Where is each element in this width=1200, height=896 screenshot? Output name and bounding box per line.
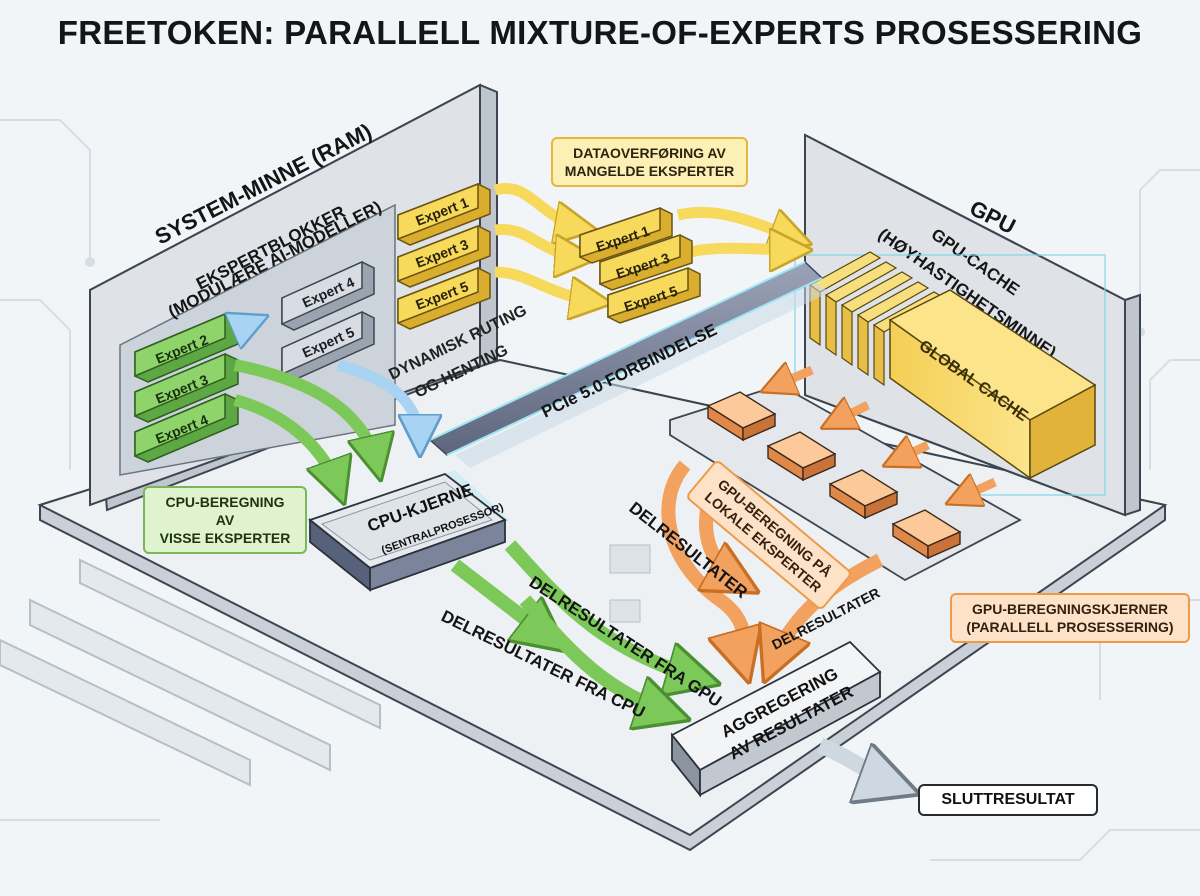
gpu-core	[891, 509, 962, 560]
gpu-cache	[794, 251, 1106, 496]
gpu-cores-callout: GPU-BEREGNINGSKJERNER (PARALLELL PROSESS…	[950, 593, 1190, 643]
cpu-compute-callout-line1: CPU-BEREGNING AV	[165, 494, 285, 528]
yellow-arrow	[688, 248, 800, 252]
moving-experts: Expert 1 Expert 3 Expert 5	[579, 206, 701, 324]
expert-block-yellow: Expert 1	[579, 206, 673, 264]
green-arrow	[450, 559, 555, 642]
expert-block-yellow: Expert 5	[607, 266, 701, 324]
cpu-compute-callout-line2: VISSE EKSPERTER	[159, 530, 291, 546]
cpu-compute-callout: CPU-BEREGNING AV VISSE EKSPERTER	[143, 486, 307, 554]
diagram-title: FREETOKEN: PARALLELL MIXTURE-OF-EXPERTS …	[57, 14, 1143, 51]
expert-block-green: Expert 4	[134, 392, 239, 463]
green-expert-stack: Expert 2 Expert 3 Expert 4	[134, 312, 239, 463]
blue-arrow	[235, 320, 258, 330]
orange-arrow	[830, 405, 871, 424]
orange-arrow	[892, 445, 930, 462]
green-arrow	[504, 540, 705, 680]
gpu-core	[828, 469, 899, 520]
gpu-core	[766, 431, 837, 482]
cpu-result-arrows	[450, 540, 705, 715]
gpu-cores	[706, 391, 962, 560]
data-transfer-callout-line1: DATAOVERFØRING AV	[573, 145, 726, 161]
green-arrow	[519, 595, 675, 715]
orange-arrow	[770, 370, 814, 388]
cpu-core-chip	[305, 470, 510, 592]
circuit-traces	[0, 119, 1200, 861]
data-transfer-callout: DATAOVERFØRING AV MANGELDE EKSPERTER	[551, 137, 748, 187]
yellow-arrow	[494, 266, 600, 302]
gpu-core	[706, 391, 777, 442]
grey-expert-stack: Expert 4 Expert 5	[281, 260, 375, 381]
blue-arrow	[336, 359, 420, 445]
expert-block-grey: Expert 5	[281, 310, 375, 381]
orange-arrow	[770, 553, 884, 668]
final-result-label: SLUTTRESULTAT	[941, 791, 1075, 808]
gpu-cores-callout-line1: GPU-BEREGNINGSKJERNER	[971, 601, 1169, 617]
orange-arrow	[955, 482, 997, 500]
data-transfer-callout-line2: MANGELDE EKSPERTER	[564, 163, 735, 179]
green-arrow	[233, 394, 340, 492]
gpu-cores-callout-line2: (PARALLELL PROSESSERING)	[966, 619, 1174, 635]
pcb-slots	[0, 558, 381, 787]
aggregation-box	[670, 640, 882, 798]
expert-block-yellow: Expert 5	[397, 266, 491, 330]
expert-block-yellow: Expert 1	[397, 182, 491, 246]
green-arrow	[233, 359, 378, 468]
transfer-arrows	[493, 182, 800, 302]
final-result-arrow	[816, 737, 902, 788]
yellow-arrow	[676, 206, 800, 240]
yellow-arrow	[494, 223, 585, 258]
ram-to-cpu-arrows	[235, 320, 420, 492]
final-result-box: SLUTTRESULTAT	[918, 784, 1098, 816]
cache-to-core-arrows	[770, 370, 997, 500]
yellow-arrow	[493, 182, 585, 228]
